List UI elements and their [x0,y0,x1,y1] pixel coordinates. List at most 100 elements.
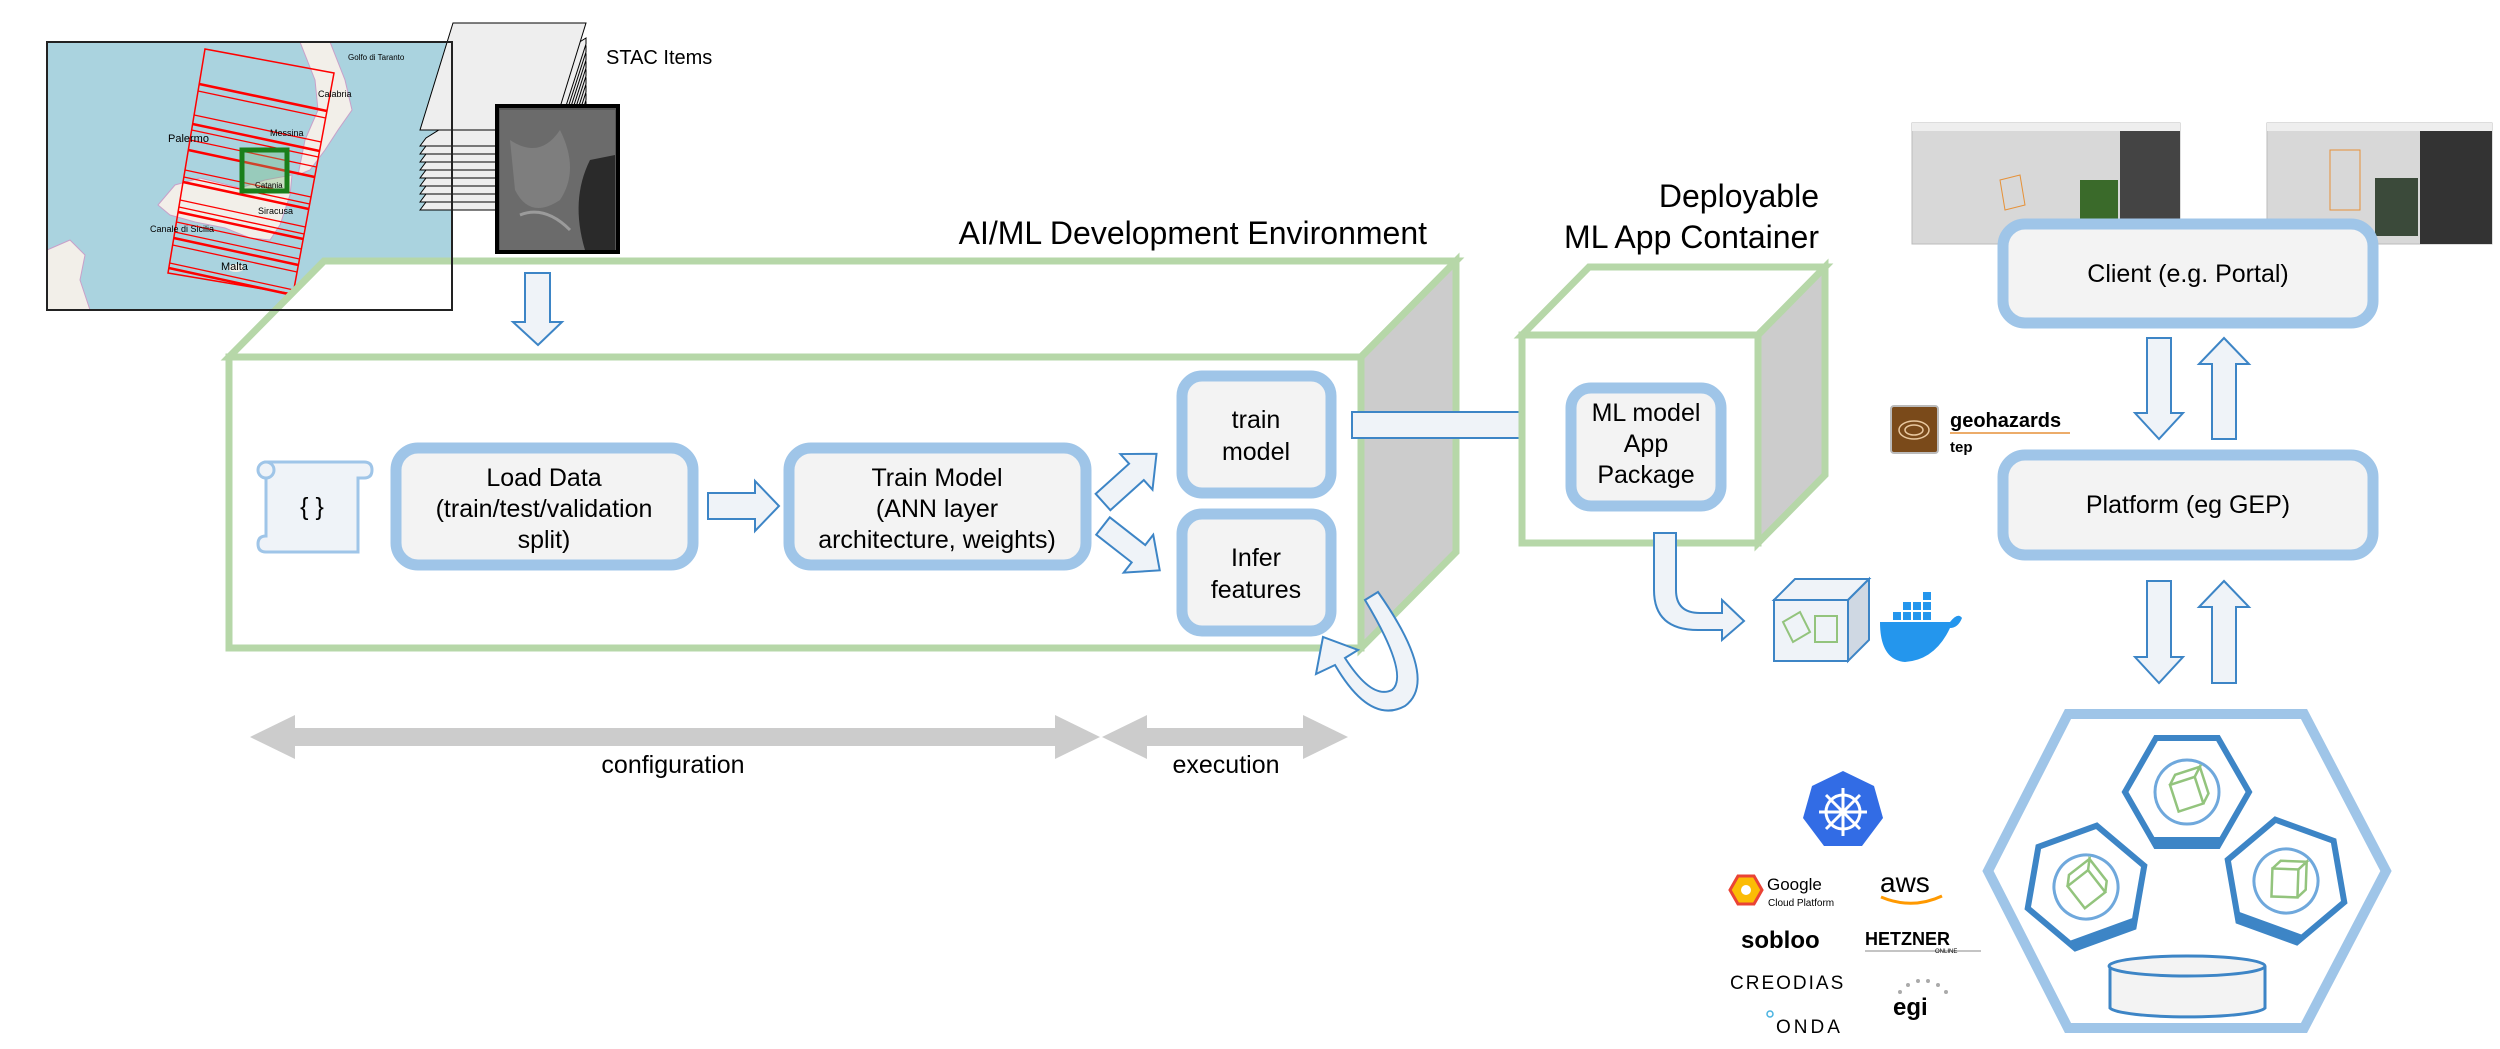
config-scroll-icon [256,460,374,554]
map-thumbnail: Palermo Messina Calabria Golfo di Tarant… [46,41,453,311]
ml-package-line2: App [1624,430,1668,458]
configuration-double-arrow [250,715,1100,759]
train-model-line3: architecture, weights) [818,526,1056,554]
footprint-edge [191,129,319,158]
docker-logo-icon [1880,592,1962,662]
map-label-malta: Malta [221,261,249,273]
platform-to-client-arrow [2196,336,2252,440]
client-box [1997,218,2379,329]
selected-tile [239,147,290,194]
hetzner-logo: HETZNER ONLINE [1865,929,1981,955]
cluster-to-platform-arrow [2196,579,2252,684]
map-label-golfo: Golfo di Taranto [348,53,405,62]
container-title-line2: ML App Container [1564,219,1819,255]
train-model-box [783,442,1092,571]
input-down-arrow [510,272,565,347]
footprint-edge [198,82,328,113]
cluster-pods [2024,735,2348,952]
container-image-icon [1771,576,1872,664]
map-label-canale: Canale di Sicilia [150,224,214,234]
footprint-edge [182,180,310,211]
sobloo-logo: sobloo [1741,927,1820,954]
google-cloud-text: Cloud Platform [1768,898,1834,909]
hetzner-text: HETZNER [1865,929,1950,949]
creodias-logo: CREODIAS [1730,973,1845,994]
infer-box [1176,508,1337,637]
geohazards-tep-logo: geohazards tep [1890,405,2070,456]
footprint-edge [179,199,306,228]
map-label-palermo: Palermo [168,133,209,145]
load-data-line3: split) [518,526,571,554]
train-line2: model [1222,438,1290,466]
to-train-arrow [1094,452,1158,512]
container-title-line1: Deployable [1659,178,1819,214]
footprint-edge [177,210,304,241]
map-label-calabria: Calabria [318,89,352,99]
portal-screenshot-2 [2266,122,2493,245]
footprint-edge [168,266,294,297]
pod-icon [2024,822,2148,952]
footprint-edge [169,262,294,291]
pod-icon [2121,735,2253,849]
client-to-platform-arrow [2132,337,2186,441]
platform-label: Platform (eg GEP) [2086,491,2290,519]
load-data-line1: Load Data [486,464,601,492]
footprint-edge [176,221,302,250]
train-model-line2: (ANN layer [876,495,998,523]
execution-double-arrow [1102,715,1348,759]
ml-package-line3: Package [1597,461,1694,489]
infer-line2: features [1211,576,1301,604]
pod-icon [2224,816,2348,946]
google-text: Google [1767,875,1822,894]
client-label: Client (e.g. Portal) [2087,260,2288,288]
onda-logo: ONDA [1766,1010,1843,1038]
to-infer-arrow [1094,515,1161,574]
onda-text: ONDA [1776,1017,1843,1038]
to-registry-arrow [1653,532,1746,643]
platform-box [1997,449,2379,561]
footprint-edge [189,139,317,168]
execution-label: execution [1172,751,1279,779]
loop-back-arrow [1314,590,1419,712]
map-land-malta [228,264,244,272]
train-line1: train [1232,406,1281,434]
footprint-edge [174,231,300,260]
footprint-edge [193,114,322,143]
egi-text: egi [1893,994,1928,1021]
footprint-edge [197,90,326,119]
platform-to-cluster-arrow [2132,580,2186,685]
footprint-edge [173,236,299,267]
hetzner-online-text: ONLINE [1935,949,1957,955]
train-box [1176,370,1337,499]
storage-cylinder-icon [2107,954,2267,1019]
aws-logo: aws [1880,867,1943,905]
geohazards-text: geohazards [1950,410,2061,432]
load-data-box [390,442,699,571]
egi-logo: egi [1893,979,1948,1021]
stac-items-label: STAC Items [606,47,712,69]
footprint-edge [188,148,315,179]
kubernetes-logo-icon [1803,771,1883,846]
footprint-edge [184,169,312,198]
ml-package-line1: ML model [1592,399,1701,427]
footprint-edge [172,244,298,273]
dev-env-title: AI/ML Development Environment [959,215,1427,251]
cluster-hexagon [1982,709,2392,1033]
load-data-line2: (train/test/validation [436,495,653,523]
config-symbol: { } [300,493,324,521]
google-cloud-logo: Google Cloud Platform [1728,874,1834,909]
train-model-line1: Train Model [871,464,1002,492]
footprint-edge [178,206,305,235]
satellite-image [495,104,620,254]
map-label-catania: Catania [255,181,283,190]
configuration-label: configuration [601,751,744,779]
aws-text: aws [1880,867,1930,898]
footprint-edge [192,122,320,153]
ml-package-box [1565,382,1727,512]
load-to-train-arrow [707,478,781,534]
tep-text: tep [1950,439,1973,456]
map-label-siracusa: Siracusa [258,206,293,216]
infer-line1: Infer [1231,544,1281,572]
map-label-messina: Messina [270,128,304,138]
